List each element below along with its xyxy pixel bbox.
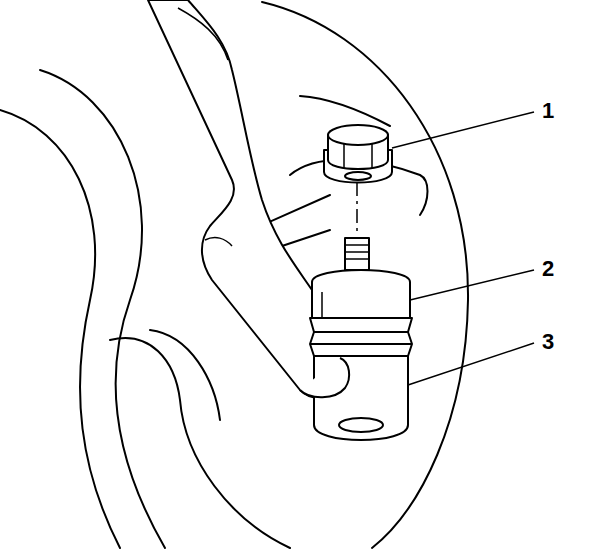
callout-number: 2	[540, 258, 556, 280]
thread-lines	[345, 245, 369, 259]
boot-fold	[310, 332, 412, 344]
leader-line	[408, 343, 534, 385]
backing-plate-edge	[110, 338, 290, 548]
dust-boot	[310, 318, 412, 356]
nut-top	[328, 125, 388, 145]
arm-end	[300, 358, 349, 397]
leader-line	[410, 270, 534, 300]
shield-edge	[300, 96, 390, 126]
hex-flats	[344, 144, 372, 168]
nut-bore	[345, 172, 371, 180]
arm-edge	[205, 238, 232, 246]
arm-edge	[178, 8, 228, 60]
backing-plate-edge	[150, 330, 220, 420]
backing-plate-edge	[0, 110, 120, 548]
body-shading	[321, 292, 323, 318]
threaded-stud	[345, 238, 369, 270]
stud-bottom	[339, 418, 383, 432]
ball-joint-body	[312, 270, 410, 318]
callout-number: 1	[540, 100, 556, 122]
center-line	[356, 182, 358, 236]
backing-plate-edge	[40, 70, 165, 548]
callout-number: 3	[540, 331, 556, 353]
leader-line	[392, 112, 534, 148]
